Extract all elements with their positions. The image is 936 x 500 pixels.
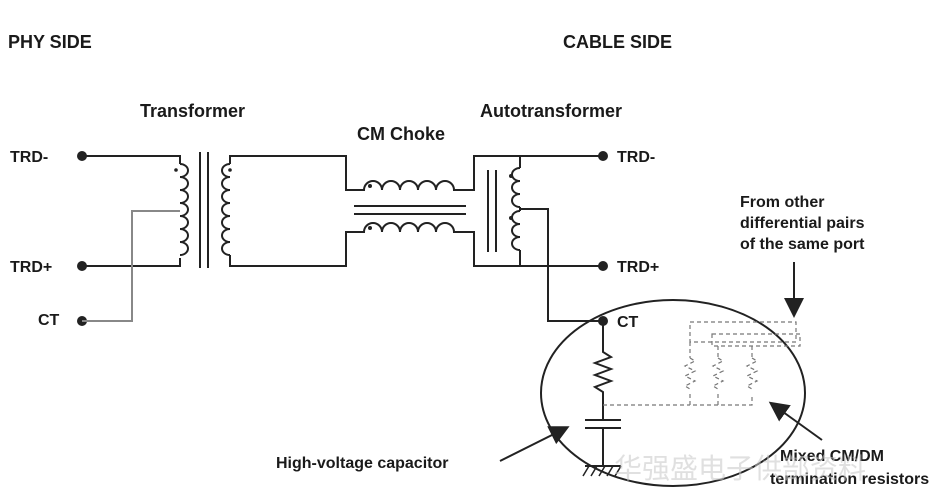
cable-trd-plus-label: TRD+: [617, 259, 659, 276]
cm-choke-top-winding: [355, 180, 466, 191]
from-other-label-line2: differential pairs: [740, 215, 865, 232]
mixed-termination-arrow: [768, 401, 823, 441]
termination-network-ellipse: [540, 299, 806, 487]
choke-top-output-wire: [466, 155, 521, 191]
phy-trd-plus-wire: [82, 258, 181, 267]
cable-trd-plus-terminal: [598, 261, 608, 271]
other-pairs-dashed-network: [603, 321, 801, 406]
phy-trd-minus-label: TRD-: [10, 149, 48, 166]
from-other-label-line1: From other: [740, 194, 824, 211]
autotransformer-lower-dot: [509, 216, 513, 220]
phy-trd-minus-wire: [82, 155, 181, 164]
mixed-termination-label-line1: Mixed CM/DM: [780, 448, 884, 465]
cable-trd-minus-terminal: [598, 151, 608, 161]
ground-icon: [582, 465, 622, 477]
mixed-termination-label-line2: termination resistors: [770, 471, 929, 488]
hv-capacitor-arrow: [499, 426, 570, 462]
autotransformer-upper-dot: [509, 174, 513, 178]
phy-trd-plus-label: TRD+: [10, 259, 52, 276]
cm-choke-label: CM Choke: [357, 124, 445, 144]
phy-ct-label: CT: [38, 312, 60, 329]
choke-top-input-wire: [229, 155, 355, 191]
choke-bottom-output-wire: [466, 231, 521, 267]
cable-ct-label: CT: [617, 314, 639, 331]
autotransformer-upper-coil: [511, 167, 521, 208]
phy-ct-wire: [82, 210, 180, 322]
cable-side-header: CABLE SIDE: [563, 32, 672, 52]
transformer-primary-dot: [174, 168, 178, 172]
autotransformer-label: Autotransformer: [480, 101, 622, 121]
from-other-label-line3: of the same port: [740, 236, 865, 253]
ct-termination-resistor: [592, 321, 614, 420]
autotransformer-lower-coil: [511, 210, 521, 251]
cm-choke-bottom-winding: [355, 222, 466, 233]
transformer-primary-coil: [179, 163, 189, 256]
autotransformer-center-tap-wire: [519, 207, 603, 322]
cable-trd-minus-label: TRD-: [617, 149, 655, 166]
cm-choke-bottom-dot: [368, 226, 372, 230]
cm-choke-top-dot: [368, 184, 372, 188]
transformer-secondary-coil: [221, 163, 231, 256]
hv-capacitor-label: High-voltage capacitor: [276, 455, 448, 472]
transformer-secondary-dot: [228, 168, 232, 172]
watermark-text: 华强盛电子供部资料: [614, 452, 866, 485]
choke-bottom-input-wire: [229, 231, 355, 267]
transformer-label: Transformer: [140, 101, 245, 121]
phy-side-header: PHY SIDE: [8, 32, 92, 52]
